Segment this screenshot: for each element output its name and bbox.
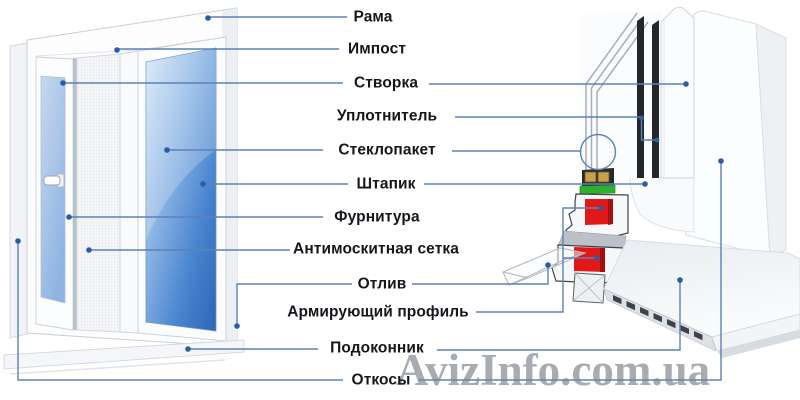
seal-band [637, 16, 644, 178]
label-sash: Створка [353, 74, 419, 92]
label-slopes: Откосы [351, 371, 411, 389]
reinforcement-steel [585, 199, 613, 225]
glazing-annotation-circle [579, 133, 617, 171]
label-glazing-bead: Штапик [356, 175, 416, 193]
gasket-strip [579, 184, 616, 195]
label-hardware: Фурнитура [334, 208, 420, 226]
label-mosquito-net: Антимоскитная сетка [293, 240, 459, 258]
window-illustration [3, 7, 245, 375]
label-frame: Рама [353, 8, 393, 26]
label-window-sill: Подоконник [330, 339, 424, 357]
label-seal: Уплотнитель [336, 107, 438, 125]
seal-band [652, 20, 659, 178]
window-sill-3d [603, 239, 800, 358]
watermark-text: AvizInfo.com.ua [396, 345, 711, 395]
leader-lines [17, 16, 722, 381]
leader-dots [15, 15, 724, 352]
label-glazing-unit: Стеклопакет [338, 141, 436, 159]
label-drip-sill: Отлив [357, 275, 407, 293]
label-impost: Импост [347, 40, 407, 58]
cross-section-illustration [501, 6, 800, 358]
label-reinforcement-profile: Армирующий профиль [287, 303, 469, 321]
mosquito-net-panel [76, 53, 121, 333]
